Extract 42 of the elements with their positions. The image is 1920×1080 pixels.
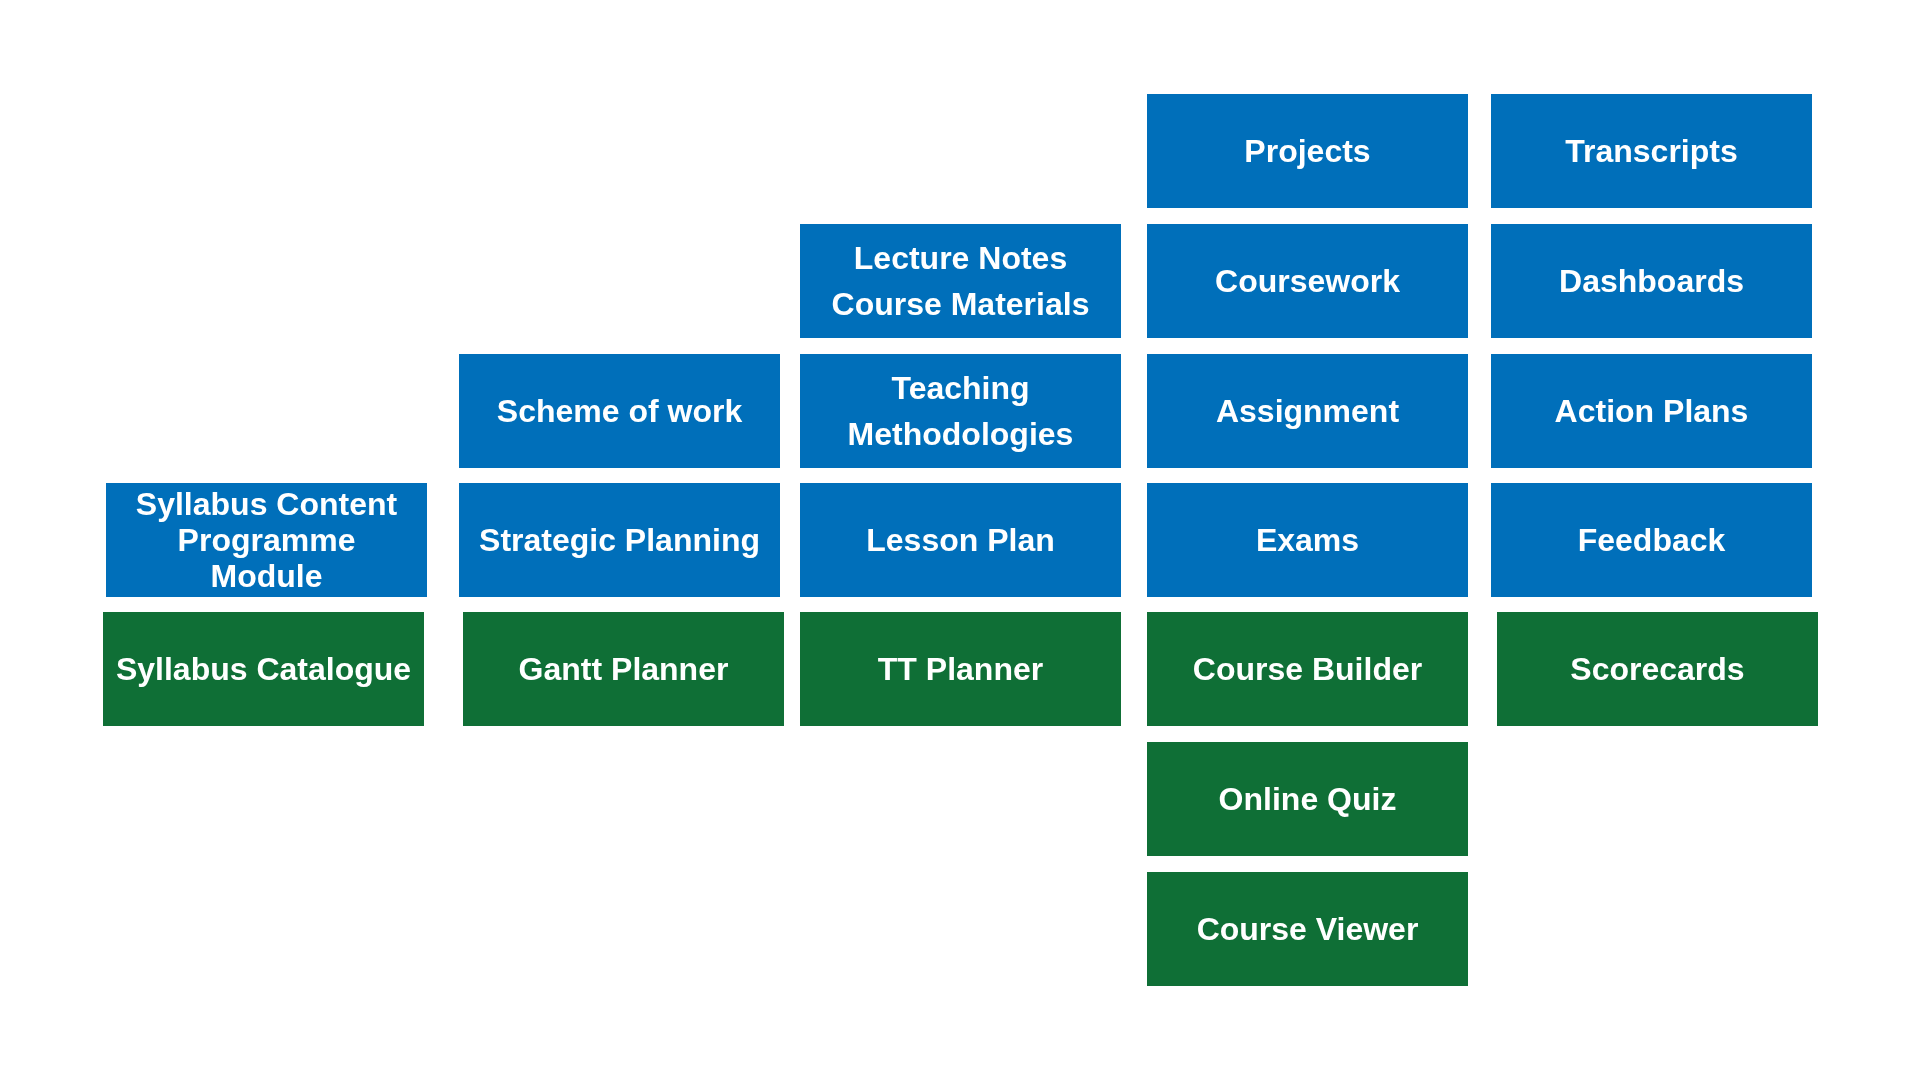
box-label: Assignment — [1215, 392, 1400, 431]
box-label: Exams — [1255, 521, 1360, 560]
process-box — [800, 354, 1121, 468]
process-box — [1491, 354, 1812, 468]
process-box — [459, 354, 780, 468]
process-box — [1147, 742, 1468, 856]
process-box — [1497, 612, 1818, 726]
process-box — [1147, 612, 1468, 726]
box-label: Syllabus Content Programme Module — [134, 486, 399, 594]
box-label: Dashboards — [1559, 262, 1744, 301]
box-label: Online Quiz — [1218, 780, 1397, 819]
box-label: Lesson Plan — [866, 521, 1055, 560]
process-box — [463, 612, 784, 726]
box-label: Transcripts — [1565, 132, 1738, 171]
process-box — [1147, 224, 1468, 338]
process-box — [106, 483, 427, 597]
box-label: Projects — [1244, 132, 1371, 171]
process-box — [103, 612, 424, 726]
box-label: TT Planner — [877, 650, 1044, 689]
process-box — [1491, 94, 1812, 208]
box-label: Teaching Methodologies — [846, 369, 1075, 454]
process-box — [1491, 224, 1812, 338]
process-box — [800, 224, 1121, 338]
box-label: Coursework — [1215, 262, 1400, 301]
box-label: Syllabus Catalogue — [115, 650, 412, 689]
process-box — [800, 483, 1121, 597]
process-box — [1147, 483, 1468, 597]
box-label: Scheme of work — [496, 392, 743, 431]
process-box — [1491, 483, 1812, 597]
process-box — [800, 612, 1121, 726]
box-label: Feedback — [1577, 521, 1726, 560]
process-box — [1147, 354, 1468, 468]
box-label: Course Builder — [1192, 650, 1423, 689]
process-box — [459, 483, 780, 597]
process-box — [1147, 872, 1468, 986]
box-label: Course Viewer — [1196, 910, 1419, 949]
box-label: Gantt Planner — [518, 650, 729, 689]
box-label: Action Plans — [1554, 392, 1749, 431]
box-label: Strategic Planning — [479, 521, 760, 560]
process-box — [1147, 94, 1468, 208]
box-label: Lecture Notes Course Materials — [830, 239, 1091, 324]
box-label: Scorecards — [1570, 650, 1745, 689]
